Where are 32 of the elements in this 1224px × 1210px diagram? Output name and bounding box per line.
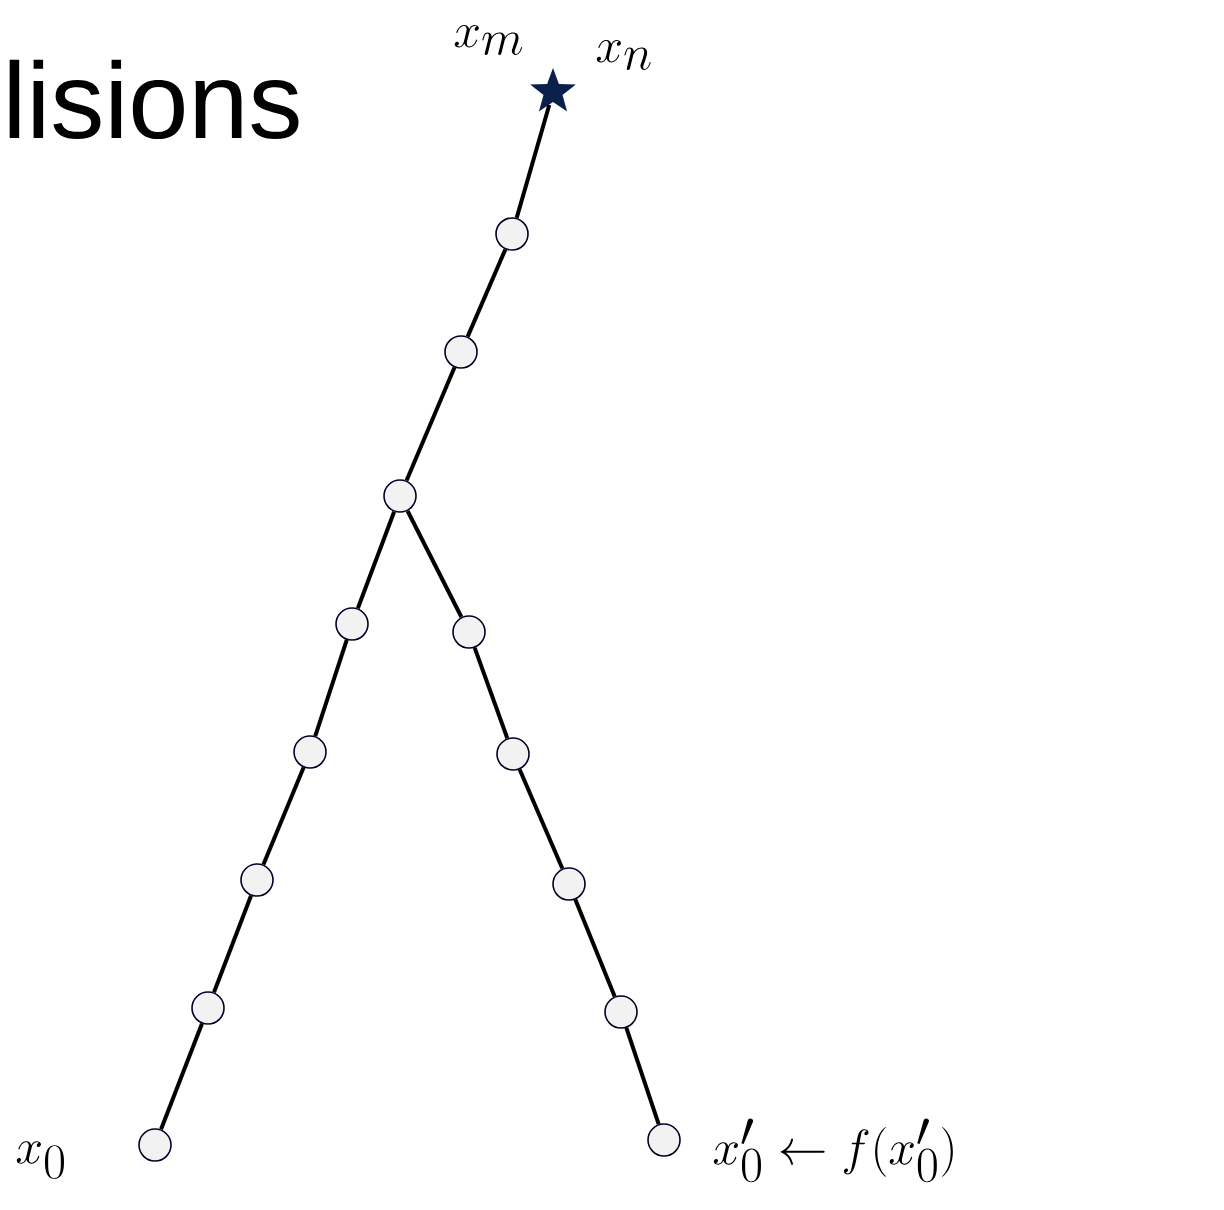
circle-node [452,615,486,649]
math-label: $x_0' \leftarrow f(x_0')$ [713,1118,953,1183]
line [159,1022,204,1131]
line [404,366,457,482]
line [261,766,306,866]
line [624,1027,661,1125]
circle-node [240,863,274,897]
circle-node [647,1123,681,1157]
line [472,647,510,739]
circle-node [293,735,327,769]
line [573,898,617,998]
circle-node [191,991,225,1025]
circle-node [495,217,529,251]
line [313,639,349,737]
star-marker [530,68,576,112]
line [405,510,464,618]
math-label: $x_0$ [16,1141,64,1179]
math-label: $x_m$ [454,25,523,55]
circle-node [138,1128,172,1162]
circle-node [383,479,417,513]
circle-node [444,335,478,369]
circle-node [552,867,586,901]
math-label: $x_n$ [596,40,651,70]
line [356,511,396,609]
line [465,248,508,338]
heading-text: lisions [9,59,299,140]
circle-node [335,607,369,641]
line [517,768,565,870]
circle-node [604,995,638,1029]
circle-node [496,737,530,771]
line [514,104,552,219]
line [212,895,253,994]
